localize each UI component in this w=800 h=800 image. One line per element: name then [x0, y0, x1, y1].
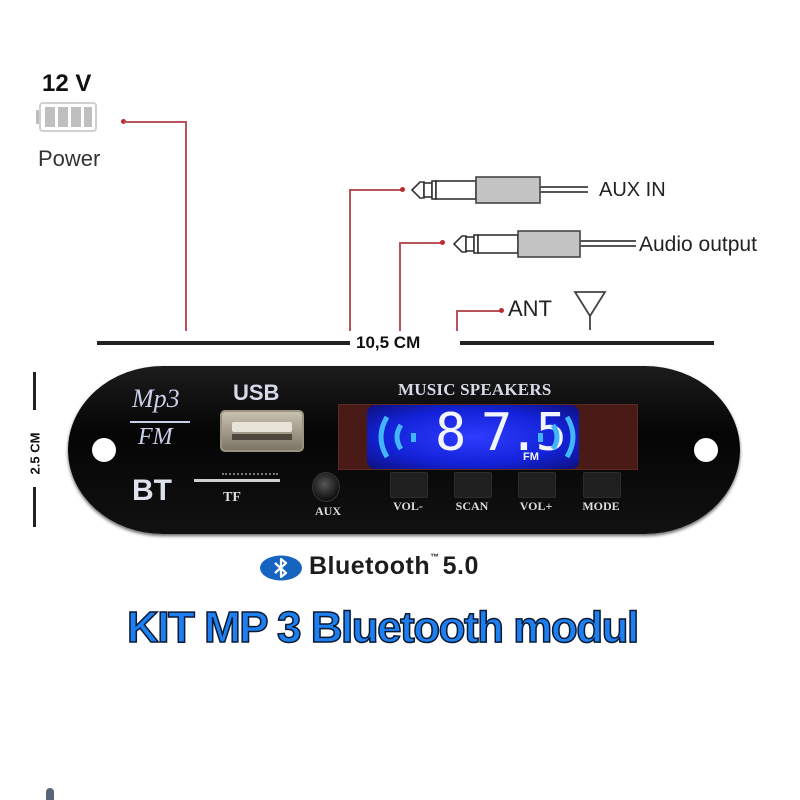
ant-wire-v [456, 310, 458, 331]
height-dimension-line-top [33, 372, 36, 410]
tf-label: TF [223, 490, 241, 505]
vol-minus-button[interactable] [390, 472, 428, 498]
mode-button[interactable] [583, 472, 621, 498]
scan-button[interactable] [454, 472, 492, 498]
fm-logo: FM [138, 424, 173, 450]
aux-in-wire-v [349, 189, 351, 331]
mode-label: MODE [582, 499, 620, 513]
battery-icon [36, 101, 97, 132]
power-label: Power [38, 146, 101, 171]
ant-label: ANT [508, 296, 552, 321]
height-dimension-line-bottom [33, 487, 36, 527]
lcd-backlight [367, 405, 579, 469]
aux-in-label: AUX IN [599, 179, 666, 201]
usb-label: USB [233, 380, 280, 405]
power-wire-v [185, 121, 187, 331]
power-voltage-label: 12 V [42, 70, 92, 97]
mp3-module-board: Mp3 FM USB BT TF AUX MUSIC SPEAKERS 8 7.… [68, 366, 740, 534]
ant-wire-dot [499, 308, 504, 313]
mp3-logo: Mp3 [132, 384, 180, 413]
aux-in-wire-dot [400, 187, 405, 192]
aux-in-jack-icon [410, 175, 590, 210]
bt-label: BT [132, 474, 172, 507]
bluetooth-icon [259, 555, 303, 586]
height-dimension-label: 2.5 CM [27, 432, 43, 475]
antenna-icon [572, 288, 608, 335]
lcd-display: 8 7.5 FM [338, 403, 638, 470]
bottom-artifact [46, 788, 54, 800]
mounting-hole-left [92, 438, 116, 462]
ant-wire-h [456, 310, 500, 312]
frequency-digits-2: 7.5 [481, 403, 567, 463]
display-title: MUSIC SPEAKERS [398, 380, 552, 399]
width-dimension-label: 10,5 CM [356, 333, 421, 352]
bluetooth-tm: ™ [430, 552, 440, 562]
frequency-digit-1: 8 [435, 403, 471, 463]
bluetooth-version: 5.0 [442, 552, 479, 580]
frequency-unit: FM [523, 451, 539, 463]
scan-label: SCAN [455, 499, 489, 513]
aux-in-wire-h [349, 189, 401, 191]
mounting-hole-right [694, 438, 718, 462]
audio-out-wire-h [399, 242, 441, 244]
page-title: KIT MP 3 Bluetooth modul [126, 602, 640, 653]
audio-out-wire-v [399, 242, 401, 331]
aux-label: AUX [315, 504, 341, 518]
bluetooth-word: Bluetooth [309, 552, 431, 580]
signal-left-icon [375, 413, 419, 466]
vol-plus-button[interactable] [518, 472, 556, 498]
aux-jack[interactable] [312, 472, 340, 502]
signal-right-icon [535, 413, 579, 466]
usb-port[interactable] [220, 410, 304, 452]
power-wire-dot [121, 119, 126, 124]
vol-minus-label: VOL- [393, 499, 423, 513]
vol-plus-label: VOL+ [519, 499, 553, 513]
width-dimension-line-left [97, 341, 350, 345]
audio-out-wire-dot [440, 240, 445, 245]
audio-out-jack-icon [452, 229, 638, 264]
power-wire-h [124, 121, 186, 123]
width-dimension-line-right [460, 341, 714, 345]
tf-card-slot[interactable] [194, 473, 280, 482]
logo-divider [130, 421, 190, 423]
audio-output-label: Audio output [639, 233, 757, 256]
